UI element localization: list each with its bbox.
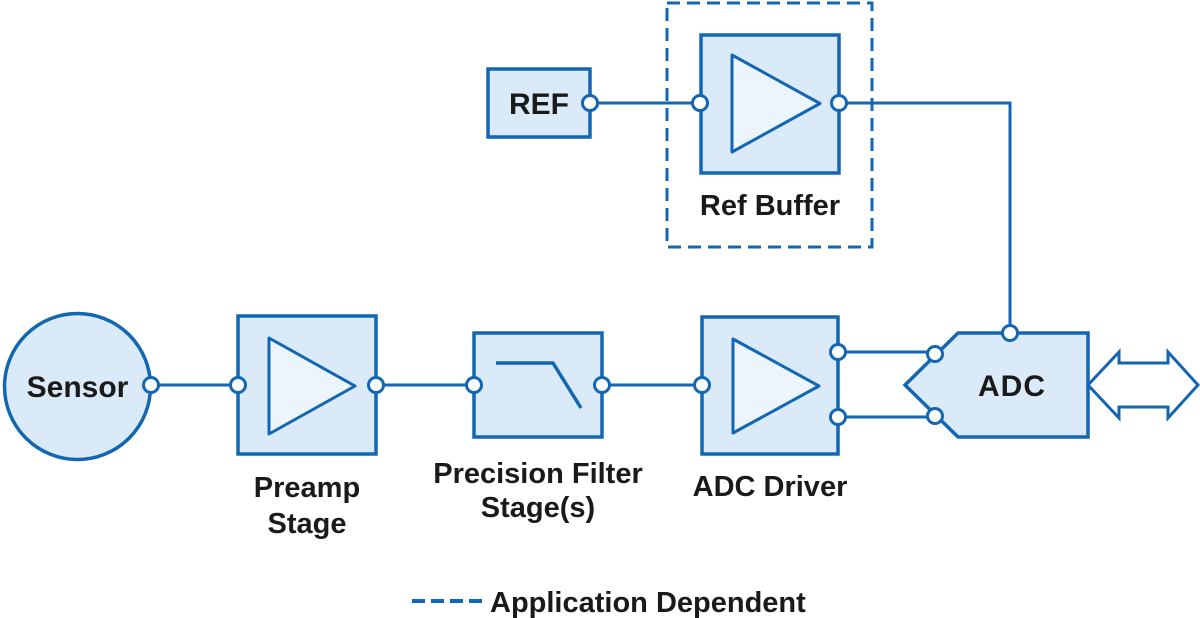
port xyxy=(465,376,483,394)
adc-label: ADC xyxy=(978,370,1046,403)
filter-label-line2: Stage(s) xyxy=(481,492,595,524)
legend-label: Application Dependent xyxy=(490,587,806,618)
port xyxy=(581,94,599,112)
port xyxy=(367,376,385,394)
port xyxy=(829,343,847,361)
amplifier-icon xyxy=(267,336,357,436)
port xyxy=(829,408,847,426)
preamp-label-line2: Stage xyxy=(268,508,347,540)
port xyxy=(926,407,944,425)
ref-block xyxy=(486,67,592,139)
preamp-label-line1: Preamp xyxy=(254,472,360,504)
port xyxy=(1001,324,1019,342)
sensor-label: Sensor xyxy=(27,371,129,404)
port xyxy=(691,94,709,112)
port xyxy=(229,376,247,394)
port xyxy=(926,345,944,363)
lowpass-filter-icon xyxy=(496,361,583,409)
filter-label-line1: Precision Filter xyxy=(433,458,643,490)
port xyxy=(830,94,848,112)
wire-buffer-to-adc xyxy=(839,101,1012,333)
ref-buffer-label: Ref Buffer xyxy=(700,190,840,222)
port xyxy=(693,376,711,394)
amplifier-icon xyxy=(730,53,822,154)
bidirectional-arrow-icon xyxy=(1085,348,1200,422)
ref-label: REF xyxy=(509,88,569,121)
filter-block xyxy=(472,331,604,439)
port xyxy=(593,376,611,394)
application-dependent-box xyxy=(665,1,874,249)
adc-driver-label: ADC Driver xyxy=(693,471,848,503)
amplifier-icon xyxy=(731,337,821,435)
port xyxy=(142,376,160,394)
